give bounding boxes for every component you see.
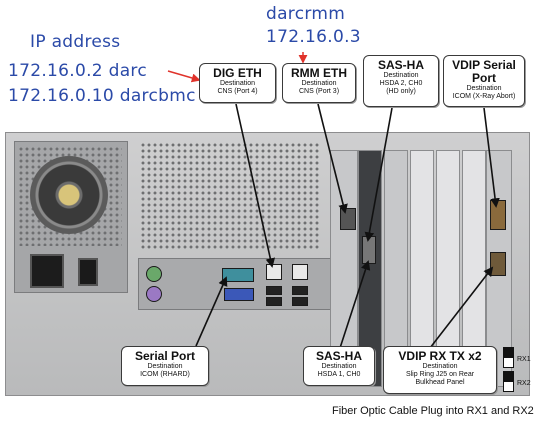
label-destination-caption: Destination — [466, 85, 502, 92]
label-dig-eth: DIG ETH Destination CNS (Port 4) — [199, 63, 276, 103]
ethernet-port-icon — [292, 264, 308, 280]
arrow-to-dig-eth — [167, 70, 201, 83]
leader-serial-port — [195, 276, 228, 347]
label-note: (HD only) — [386, 88, 416, 95]
leader-rmm-eth — [317, 103, 348, 214]
leader-vdip-rx-tx — [429, 266, 494, 349]
red-arrows — [167, 52, 308, 83]
black-leaders — [195, 103, 500, 349]
label-destination: ICOM (X-Ray Abort) — [452, 93, 516, 100]
footer-caption: Fiber Optic Cable Plug into RX1 and RX2 — [332, 405, 534, 417]
label-destination: Slip Ring J25 on Rear — [405, 371, 475, 378]
usb-port-icon — [292, 286, 308, 295]
label-destination-caption: Destination — [422, 363, 458, 370]
usb-port-icon — [266, 297, 282, 306]
label-title: VDIP RX TX x2 — [398, 349, 482, 363]
leader-dig-eth — [235, 103, 276, 268]
serial-port-connector-icon — [222, 268, 254, 282]
power-inlet-icon — [30, 254, 64, 288]
label-destination-caption: Destination — [321, 363, 357, 370]
ip-address-heading: IP address — [30, 32, 121, 52]
label-title: RMM ETH — [291, 66, 347, 80]
label-destination-caption: Destination — [383, 72, 419, 79]
label-destination: CNS (Port 3) — [298, 88, 340, 95]
label-destination-caption: Destination — [301, 80, 337, 87]
label-title: DIG ETH — [213, 66, 262, 80]
rmm-host-name: darcrmm — [266, 4, 346, 24]
label-destination: HSDA 1, CH0 — [317, 371, 361, 378]
label-destination: ICOM (RHARD) — [140, 371, 190, 378]
label-rmm-eth: RMM ETH Destination CNS (Port 3) — [282, 63, 356, 103]
power-switch-icon — [78, 258, 98, 286]
leader-sas-ha-bottom — [339, 260, 371, 349]
rx2-label: RX2 — [517, 380, 531, 387]
ps2-port-icon — [146, 286, 162, 302]
label-serial-port: Serial Port Destination ICOM (RHARD) — [121, 346, 209, 386]
label-vdip-rx-tx: VDIP RX TX x2 Destination Slip Ring J25 … — [383, 346, 497, 394]
label-destination-caption: Destination — [219, 80, 256, 87]
rx1-label: RX1 — [517, 356, 531, 363]
label-sas-ha-bottom: SAS-HA Destination HSDA 1, CH0 — [303, 346, 375, 386]
fan-icon — [30, 156, 108, 234]
label-destination-line-2: Bulkhead Panel — [415, 379, 465, 386]
label-title: Serial Port — [134, 349, 196, 363]
label-title: SAS-HA — [377, 58, 424, 72]
rx1-marker-open — [503, 357, 514, 368]
leader-sas-ha-top — [364, 107, 393, 242]
label-destination: HSDA 2, CH0 — [379, 80, 423, 87]
ip-line-darcbmc: 172.16.0.10 darcbmc — [8, 86, 196, 106]
label-vdip-serial-port: VDIP Serial Port Destination ICOM (X-Ray… — [443, 55, 525, 107]
rmm-ip: 172.16.0.3 — [266, 27, 361, 47]
label-sas-ha-top: SAS-HA Destination HSDA 2, CH0 (HD only) — [363, 55, 439, 107]
rx2-marker-open — [503, 381, 514, 392]
chassis-vent — [140, 142, 320, 250]
label-title: VDIP Serial Port — [452, 58, 516, 85]
ip-line-darc: 172.16.0.2 darc — [8, 61, 147, 81]
label-destination-caption: Destination — [147, 363, 183, 370]
vga-port-icon — [224, 288, 254, 301]
ps2-port-icon — [146, 266, 162, 282]
usb-port-icon — [292, 297, 308, 306]
usb-port-icon — [266, 286, 282, 295]
vdip-rx-connector-icon — [490, 252, 506, 276]
label-title: SAS-HA — [315, 349, 362, 363]
label-destination: CNS (Port 4) — [217, 88, 258, 95]
leader-vdip-serial — [483, 107, 500, 208]
